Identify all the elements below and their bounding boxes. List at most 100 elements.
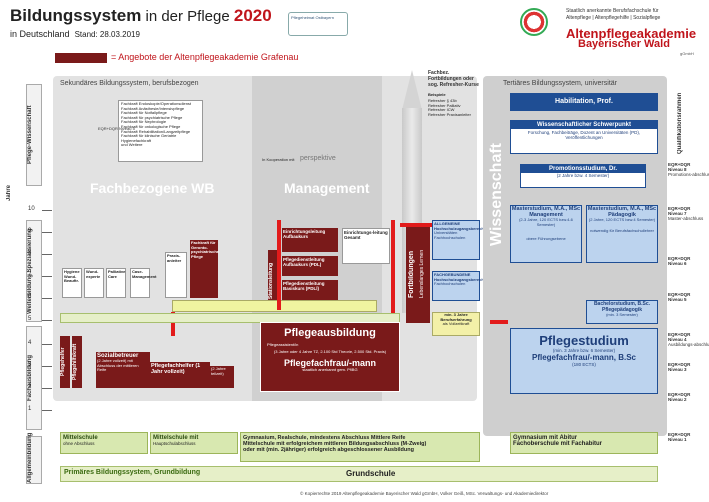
fachkraft-item: Fachkraft für onkologische Pflege [121,123,181,129]
fachkraft-item: Fachkraft für Notfallpflege [121,110,167,116]
master-paedagogik-box: Masterstudium, M.A., MSc Pädagogik (2 Ja… [586,205,658,263]
year-tick-label: 3 [28,362,32,368]
wb-box-case: Case-Management [130,268,156,298]
arrow-up-left [171,312,175,336]
promotion-box: Promotionsstudium, Dr. (2 Jahre bzw. 4 S… [520,164,646,188]
year-tick-label: 6 [28,294,32,300]
fachkraft-item: Fachkraft für psychiatrische Pflege [121,114,183,120]
year-tick-line [42,388,52,389]
grundschule-bar [60,466,658,482]
page-subtitle: in Deutschland Stand: 28.03.2019 [10,29,140,39]
primaer-label: Primäres Bildungssystem, Grundbildung [64,469,201,476]
kooperation-label-2: In Kooperation mit [262,157,295,162]
pflegehelfer-box: Pflegehelfer [60,336,70,388]
fortbildungen-vertical: Fortbildungen [408,250,415,298]
axis-pflegewiss: Pflege-Wissenschaft [26,84,42,186]
year-tick-label: 4 [28,340,32,346]
wb-box-praxis: Praxis-anleiter [165,252,187,298]
habilitation-box: Habilitation, Prof. [510,93,658,111]
schwerpunkt-box: Wissenschaftlicher Schwerpunkt Forschung… [510,120,658,154]
legend-swatch [55,53,107,63]
year-tick-line [42,410,52,411]
wb-box-wundexperte: Wund-experte [84,268,104,298]
fachkraft-item: Fachkraft für klinische Geriatrie [121,133,177,139]
wb-box-palliative: Palliative Care [106,268,126,298]
allgemeine-hzb: ALLGEMEINE Hochschulzugangsberechtigung … [432,220,496,260]
tower-tip [402,70,422,110]
lebenslanges-vertical: Lebenslanges Lernen [419,249,425,299]
axis-jahre: Jahre [6,185,12,202]
axis-allgemein: Allgemeinbildung [26,433,42,484]
year-tick-label: 2 [28,384,32,390]
fachkraft-item: und Weitere [121,142,143,148]
page-title: Bildungssystem in der Pflege 2020 [10,6,272,25]
year-tick-line [42,232,52,233]
refresher-item: Refresher ICW [428,107,455,113]
fachbezogene-label: Fachbezogene WB [90,180,215,196]
abitur-box: Gymnasium mit Abitur Fachoberschule mit … [510,432,658,454]
partner-logo: Pflegeheimat Ostbayern [288,12,348,36]
gymnasium-box: Gymnasium, Realschule, mindestens Abschl… [240,432,480,462]
year-tick-line [42,366,52,367]
arrow-to-allgemeine [400,223,432,227]
pflegestudium-box: Pflegestudium (min. 3 Jahre bzw. 6 Semes… [510,328,658,394]
fachkraft-item: Fachkraft Anästhesie/Intensivpflege [121,105,185,111]
academy-logo-icon [520,8,548,36]
sozialbetreuer-box: Sozialbetreuer (2 Jahre vollzeit) mit Ab… [96,352,150,388]
brand-line2: Altenpflege | Altenpflegehilfe | Sozialp… [566,15,661,21]
brand-gmbh: gGmbH [680,51,694,56]
management-label: Management [284,180,370,196]
mittelschule-haupt-box: Mittelschule mit Hauptschulabschluss [150,432,238,454]
year-tick-label: 5 [28,316,32,322]
tertiaer-label: Tertiäres Bildungssystem, universitär [503,80,617,87]
axis-fachausbildung: Fachausbildung [26,326,42,430]
year-tick-line [42,254,52,255]
axis-weiterbildung: Weiterbildung Spezialisierung [26,220,42,322]
fachkraft-item: Fachkraft Rehabilitation/Langzeitpflege [121,128,191,134]
pflegeausbildung-box: Pflegeausbildung Pflegeassistent/in (3 J… [260,322,400,392]
berufserfahrung-box: min. 3 Jahre Berufserfahrung als Vollzei… [432,312,480,336]
beispiele-label: Beispiele [428,92,446,97]
year-tick-line [42,298,52,299]
fachkraft-item: Hygienefachkraft [121,137,152,143]
year-tick-line [42,210,52,211]
year-tick-line [42,276,52,277]
refresher-item: Refresher Palliativ [428,102,461,108]
teilzeit-box: (2 Jahre teilzeit) [210,366,234,388]
pflegefachhelfer-box: Pflegefachhelfer (1 Jahr vollzeit) [150,362,210,388]
pflegehilfskraft-box: Pflegehilfskraft [72,336,82,388]
refresher-item: Refresher § 43b [428,98,457,103]
year-tick-label: 9 [28,228,32,234]
brand-line1: Staatlich anerkannte Berufsfachschule fü… [566,8,659,14]
year-tick-line [42,320,52,321]
grundschule-label: Grundschule [346,469,396,478]
mittelschule-ohne-box: Mittelschule ohne Abschluss [60,432,148,454]
fachkraft-item: Fachkraft Endoskopie/Operationsdienst [121,101,192,106]
year-tick-label: 7 [28,272,32,278]
year-tick-label: 1 [28,406,32,412]
wb-box-hygiene: Hygiene Wund-Beauftr. [62,268,82,298]
refresher-item: Refresher Praxisanleiter [428,111,471,117]
pdl-basis-box: Pflegedienstleitung Basiskurs (PDLl) [282,280,338,300]
footer: © Kopierrechte 2019 Altenpflegeakademie … [300,491,549,496]
wb-box-fachkraft-geronto: Fachkraft für Geronto-psychiatrische Pfl… [190,240,219,298]
fachgebundene-hzb: FACHGEBUNDENE Hochschulzugangsberechtigu… [432,271,496,301]
brand-name1: Altenpflegeakademie [566,26,697,41]
qualifikation-label: Qualifikationsrahmen [677,92,683,154]
fachkraft-item: Fachkraft für Nephrologie [121,119,167,125]
year-tick-label: 8 [28,250,32,256]
master-management-box: Masterstudium, M.A., MSc Management (2-3… [510,205,582,263]
arrow-up-management [277,220,281,310]
year-tick-label: 10 [28,206,35,212]
eqr-label-fachkraft: EQR+DQR Niveau 5 [98,126,135,131]
sekundaer-label: Sekundäres Bildungssystem, berufsbezogen [60,80,199,87]
